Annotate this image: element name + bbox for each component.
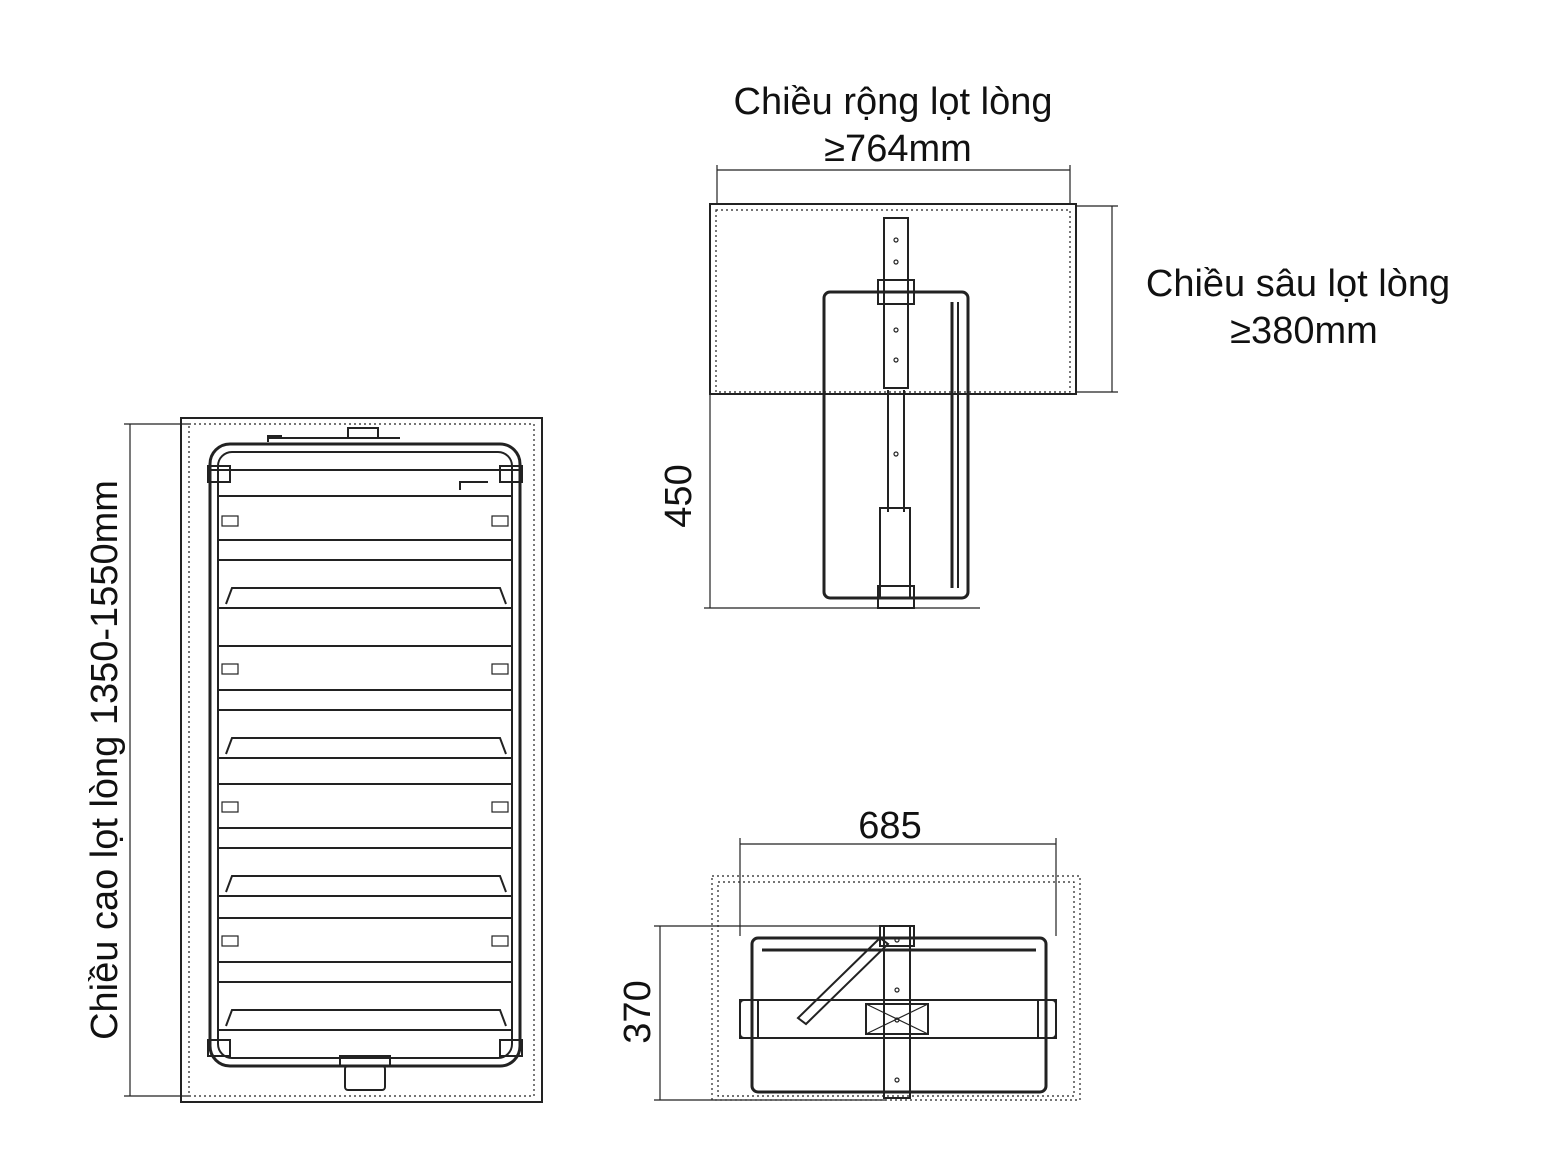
depth-dimension-line: [1076, 205, 1118, 393]
shelf-3: [217, 783, 513, 897]
bottom-mount: [268, 1055, 400, 1091]
plan-view-top: Chiều rộng lọt lòng ≥764mm Chiều sâu lọt…: [658, 81, 1450, 609]
depth-label-line2: ≥380mm: [1230, 310, 1378, 352]
basket-section: [739, 936, 1057, 1094]
section-view-bottom: 685 370: [617, 805, 1081, 1101]
cabinet-outline-section: [711, 875, 1081, 1101]
depth-label-line1: Chiều sâu lọt lòng: [1146, 263, 1450, 305]
shelf-2: [217, 645, 513, 759]
basket-frame: [207, 442, 523, 1068]
swing-arm: [796, 936, 890, 1026]
dim-370: 370: [617, 980, 659, 1043]
dim-370-line: [654, 925, 886, 1101]
width-label-line2: ≥764mm: [824, 128, 972, 170]
front-elevation-view: Chiều cao lọt lòng 1350-1550mm: [84, 417, 543, 1103]
width-dimension-line: [716, 165, 1071, 204]
cabinet-outline-plan: [709, 203, 1077, 395]
cabinet-inner-front: [188, 423, 535, 1097]
height-dimension-line: [124, 423, 189, 1097]
basket-plan: [822, 290, 970, 600]
post-section: [879, 925, 915, 1099]
top-mount: [267, 427, 400, 442]
cabinet-outline-front: [180, 417, 543, 1103]
dim-685: 685: [858, 805, 921, 847]
dim-685-line: [739, 838, 1057, 936]
shelf-4: [217, 917, 513, 1031]
shelf-1: [217, 495, 513, 609]
width-label-line1: Chiều rộng lọt lòng: [734, 81, 1053, 123]
rail-plan: [877, 217, 915, 609]
height-label: Chiều cao lọt lòng 1350-1550mm: [84, 480, 126, 1040]
dim-450: 450: [658, 464, 700, 527]
